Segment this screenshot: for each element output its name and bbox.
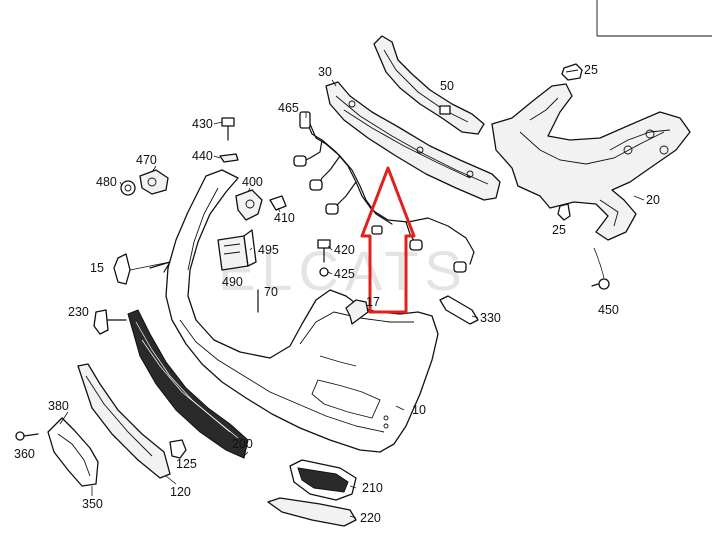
part-430-bolt[interactable] <box>221 117 235 141</box>
callout-420: 420 <box>334 243 355 257</box>
part-30-reinforcement[interactable] <box>325 81 501 201</box>
part-490-module[interactable] <box>217 235 249 271</box>
part-25-clip-top[interactable] <box>561 63 583 81</box>
part-17-cap[interactable] <box>345 299 369 325</box>
indicator-arrow <box>360 166 416 314</box>
callout-360: 360 <box>14 447 35 461</box>
callout-430: 430 <box>192 117 213 131</box>
callout-25-mid: 25 <box>552 223 566 237</box>
callout-210: 210 <box>362 481 383 495</box>
callout-495: 495 <box>258 243 279 257</box>
callout-200: 200 <box>232 437 253 451</box>
callout-120: 120 <box>170 485 191 499</box>
part-210-grille-insert[interactable] <box>289 459 357 501</box>
callout-450: 450 <box>598 303 619 317</box>
part-220-strip[interactable] <box>267 497 357 527</box>
callout-125: 125 <box>176 457 197 471</box>
part-50-bracket[interactable] <box>373 35 485 135</box>
callout-labels: 30 50 25 465 430 440 470 480 400 410 20 … <box>14 63 660 525</box>
callout-230: 230 <box>68 305 89 319</box>
part-440-clip[interactable] <box>219 153 239 163</box>
part-400-holder[interactable] <box>235 189 263 221</box>
callout-470: 470 <box>136 153 157 167</box>
callout-400: 400 <box>242 175 263 189</box>
callout-465: 465 <box>278 101 299 115</box>
part-350-plate-bracket[interactable] <box>47 417 99 487</box>
part-360-screw[interactable] <box>15 431 39 441</box>
callout-480: 480 <box>96 175 117 189</box>
callout-350: 350 <box>82 497 103 511</box>
callout-30: 30 <box>318 65 332 79</box>
part-470-sensor[interactable] <box>139 169 169 195</box>
part-10-bumper-cover[interactable] <box>165 169 439 453</box>
part-230-bracket[interactable] <box>93 309 127 335</box>
part-330-retainer[interactable] <box>439 295 479 325</box>
callout-220: 220 <box>360 511 381 525</box>
part-20-carrier[interactable] <box>491 83 691 241</box>
callout-20: 20 <box>646 193 660 207</box>
callout-50: 50 <box>440 79 454 93</box>
title-block-frame <box>596 0 712 37</box>
part-420-bolt[interactable] <box>317 239 331 263</box>
callout-70: 70 <box>264 285 278 299</box>
part-465-wiring-harness[interactable] <box>293 111 475 273</box>
callout-25-top: 25 <box>584 63 598 77</box>
callout-15: 15 <box>90 261 104 275</box>
part-25-clip-mid[interactable] <box>557 203 571 221</box>
leader-lines <box>59 79 645 519</box>
callout-10: 10 <box>412 403 426 417</box>
callout-490: 490 <box>222 275 243 289</box>
part-120-lower-trim[interactable] <box>77 363 171 479</box>
part-450-screw[interactable] <box>591 247 610 290</box>
part-410-clip[interactable] <box>269 195 287 211</box>
callout-425: 425 <box>334 267 355 281</box>
callout-330: 330 <box>480 311 501 325</box>
callout-440: 440 <box>192 149 213 163</box>
callout-17: 17 <box>366 295 380 309</box>
part-480-ring[interactable] <box>120 180 136 196</box>
part-200-lower-grille[interactable] <box>127 309 249 459</box>
callout-410: 410 <box>274 211 295 225</box>
part-425-nut[interactable] <box>319 267 329 277</box>
callout-380: 380 <box>48 399 69 413</box>
part-15-reflector[interactable] <box>113 253 171 285</box>
part-125-plug[interactable] <box>169 439 187 459</box>
part-495-bracket[interactable] <box>243 229 257 267</box>
